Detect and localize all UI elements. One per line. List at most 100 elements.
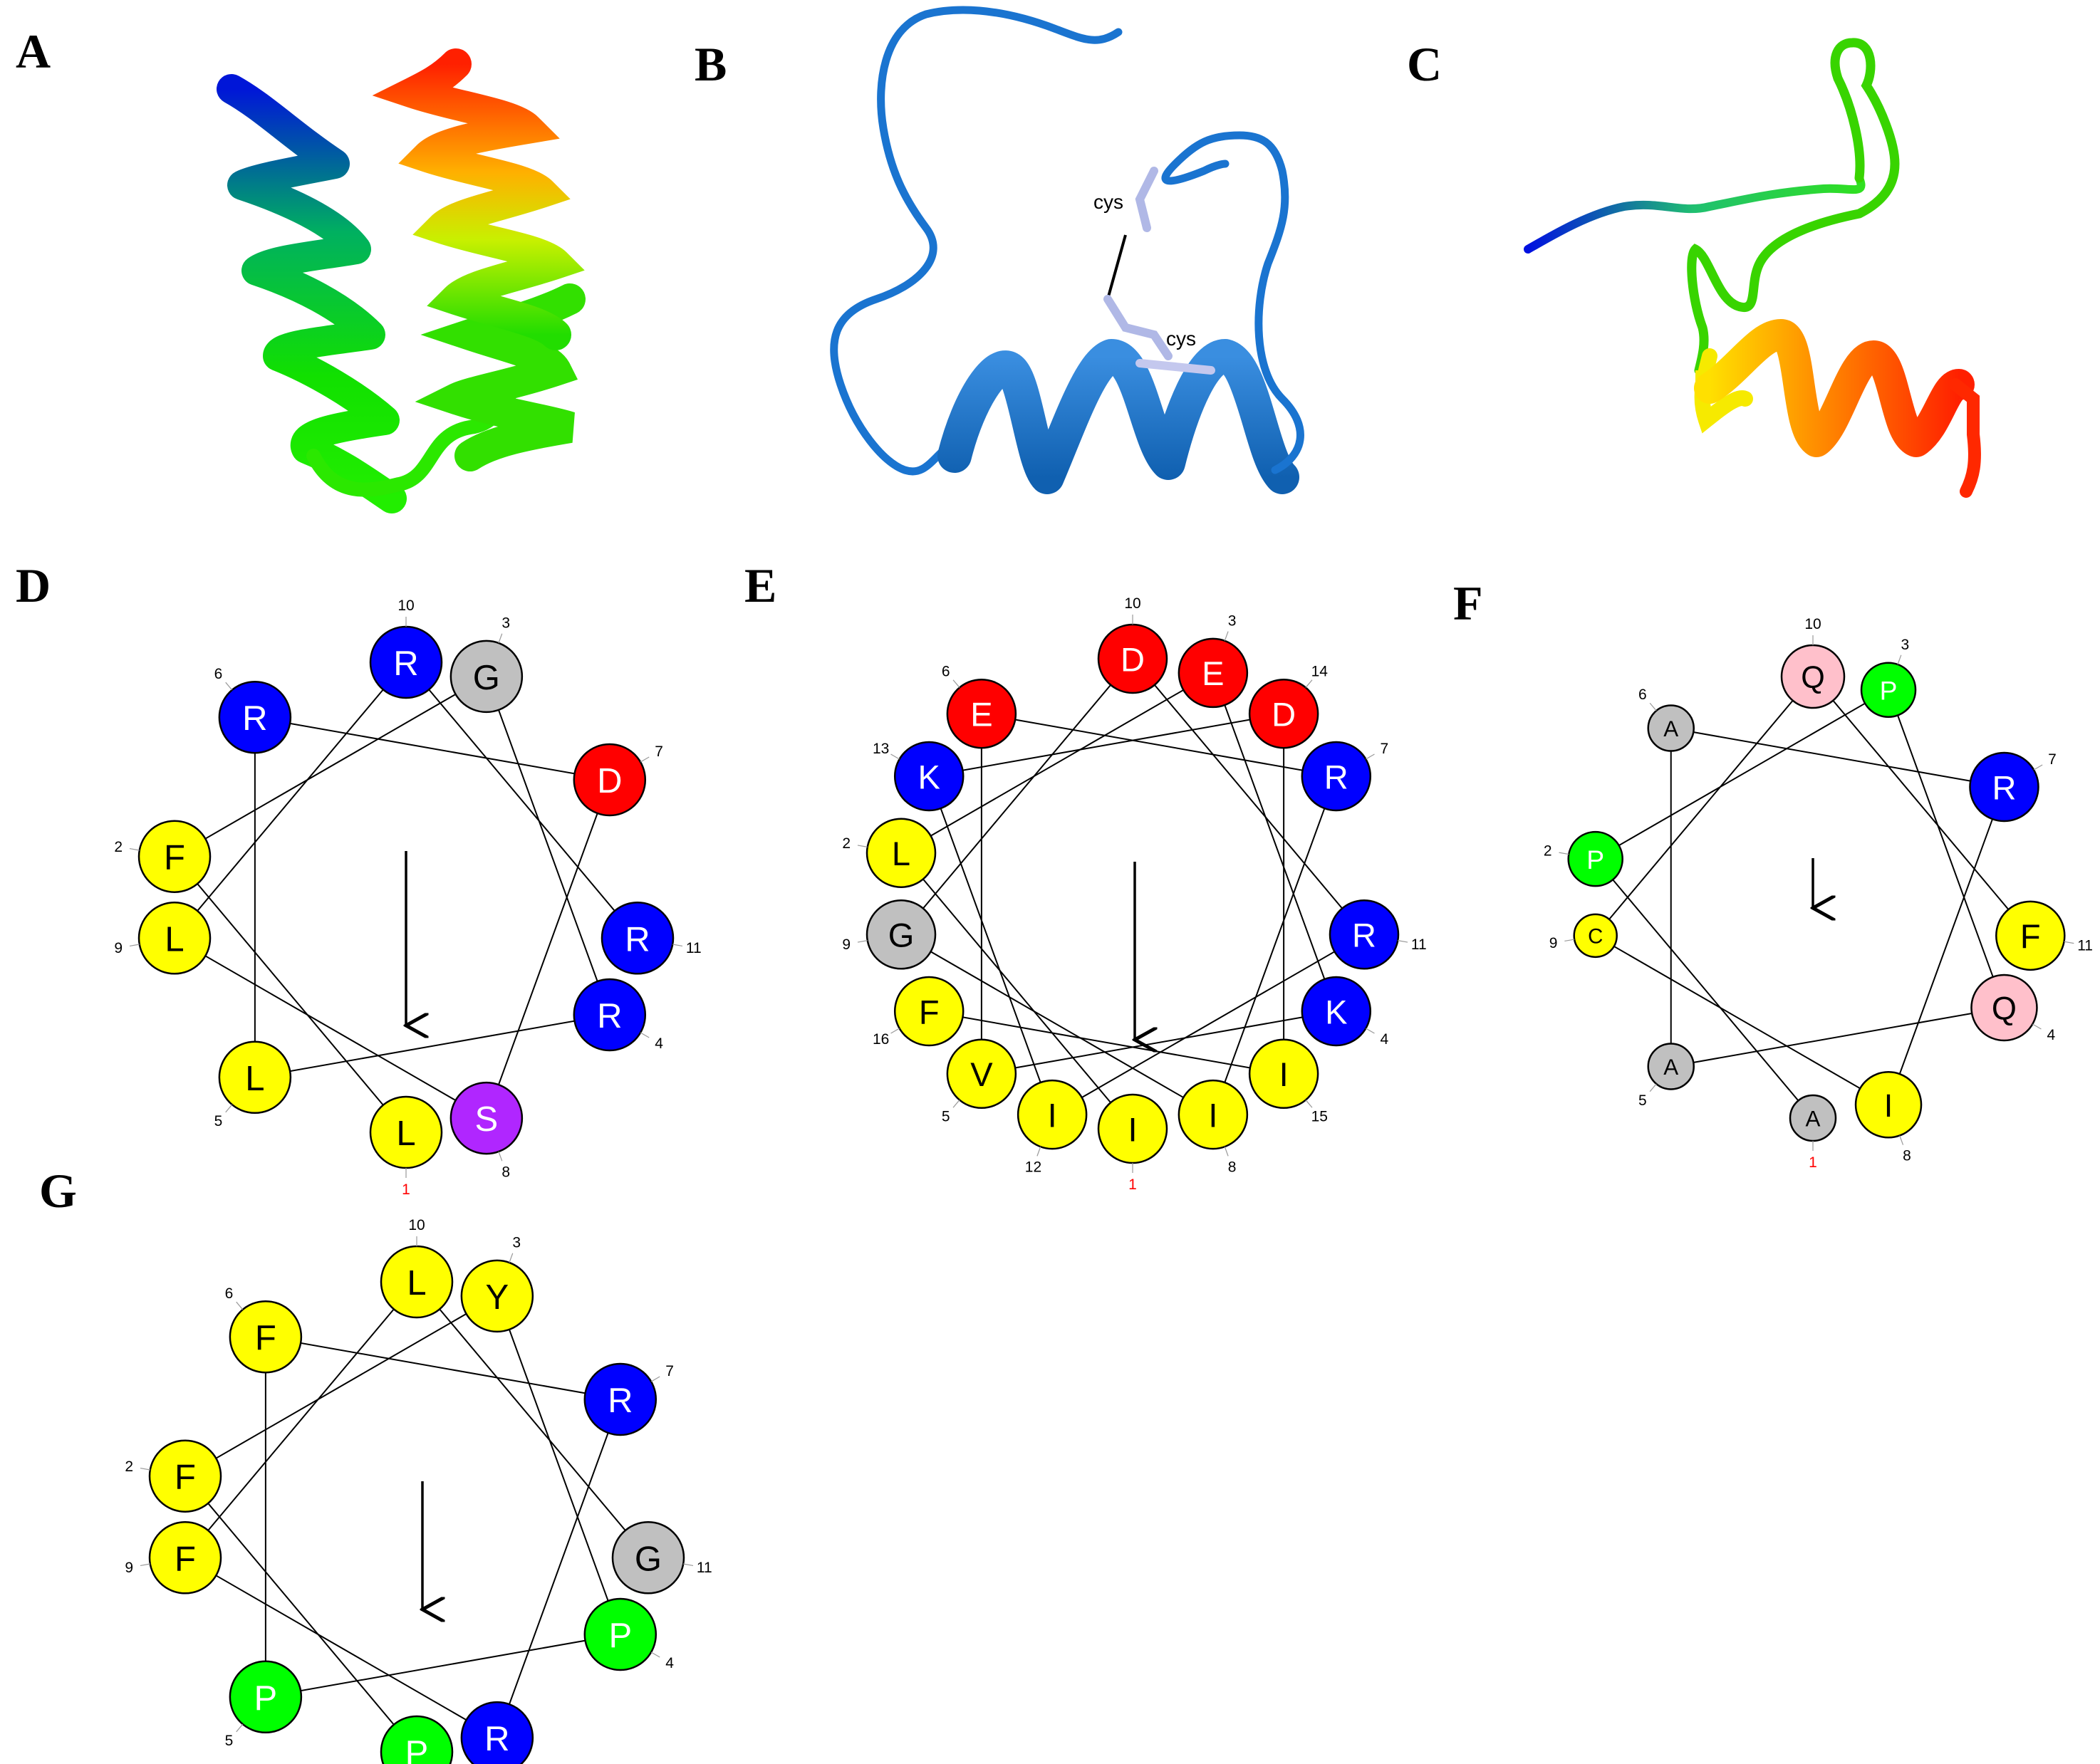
residue-letter: S bbox=[475, 1100, 499, 1139]
residue-circle bbox=[460, 1259, 534, 1333]
residue-letter: E bbox=[1202, 654, 1224, 692]
panel-b: B cys cys bbox=[695, 6, 1304, 494]
residue-9: F9 bbox=[125, 1521, 222, 1595]
residue-letter: F bbox=[164, 839, 185, 877]
residue-letter: I bbox=[1208, 1096, 1217, 1134]
residue-tick bbox=[1649, 1083, 1657, 1092]
residue-letter: D bbox=[1121, 640, 1145, 678]
residue-number: 1 bbox=[1809, 1154, 1817, 1171]
residue-letter: Y bbox=[486, 1278, 509, 1317]
residue-letter: R bbox=[1992, 768, 2016, 806]
residue-circle bbox=[1854, 1071, 1923, 1139]
cys-stick-lower2 bbox=[1135, 359, 1215, 375]
residue-tick bbox=[1398, 940, 1408, 943]
residue-7: R7 bbox=[1969, 751, 2057, 823]
helix-ribbon-b bbox=[937, 339, 1299, 494]
residue-2: P2 bbox=[1544, 830, 1623, 887]
residue-tick bbox=[1897, 654, 1902, 665]
helix-left-a bbox=[217, 74, 407, 513]
residue-tick bbox=[952, 679, 960, 688]
residue-number: 4 bbox=[655, 1035, 663, 1052]
wheel-connector bbox=[184, 1281, 417, 1558]
residue-tick bbox=[225, 1104, 233, 1113]
residue-7: D7 bbox=[573, 743, 663, 817]
residue-3: G3 bbox=[449, 615, 524, 714]
residue-tick bbox=[672, 944, 683, 947]
residue-letter: D bbox=[1272, 695, 1296, 733]
residue-circle bbox=[1573, 913, 1618, 959]
residue-10: Q10 bbox=[1780, 616, 1846, 709]
residue-letter: Q bbox=[1992, 991, 2017, 1027]
residue-number: 10 bbox=[397, 597, 414, 614]
panel-label-a: A bbox=[16, 24, 51, 78]
residue-tick bbox=[1305, 679, 1313, 688]
residue-1: P1 bbox=[380, 1715, 454, 1764]
residue-8: S8 bbox=[449, 1081, 524, 1180]
cys-label-lower: cys bbox=[1166, 328, 1196, 350]
residue-tick bbox=[140, 1563, 150, 1567]
residue-tick bbox=[857, 940, 868, 943]
wheel-connector bbox=[496, 1295, 621, 1635]
s-s-bond bbox=[1106, 234, 1127, 300]
helix-end-c bbox=[1949, 378, 1981, 498]
residue-tick bbox=[1224, 631, 1229, 642]
residue-letter: I bbox=[1128, 1110, 1137, 1148]
wheel-connector bbox=[174, 856, 407, 1133]
residue-1: A1 bbox=[1789, 1094, 1837, 1171]
residue-circle bbox=[449, 640, 524, 714]
residue-letter: L bbox=[396, 1115, 415, 1153]
residue-circle bbox=[893, 976, 965, 1047]
helix-right-a bbox=[372, 48, 586, 471]
wheel-connector bbox=[485, 676, 610, 1016]
residue-number: 5 bbox=[225, 1733, 234, 1749]
residue-circle bbox=[1567, 830, 1623, 887]
residue-2: L2 bbox=[842, 818, 937, 888]
panel-label-b: B bbox=[695, 37, 727, 91]
residue-number: 12 bbox=[1025, 1159, 1041, 1175]
residue-tick bbox=[1564, 939, 1575, 942]
residue-tick bbox=[1366, 753, 1375, 760]
residue-number: 6 bbox=[942, 663, 950, 679]
residue-tick bbox=[2033, 764, 2043, 771]
residue-circle bbox=[946, 1038, 1017, 1110]
residue-9: C9 bbox=[1549, 913, 1618, 959]
residue-number: 8 bbox=[1903, 1148, 1911, 1164]
wheel-connector bbox=[1888, 689, 2005, 1008]
residue-letter: L bbox=[892, 835, 910, 872]
residue-tick bbox=[1036, 1146, 1041, 1157]
residue-tick bbox=[140, 1467, 150, 1471]
residue-number: 9 bbox=[842, 936, 851, 953]
residue-number: 3 bbox=[1901, 637, 1909, 653]
wheel-connector bbox=[929, 713, 1284, 777]
residue-10: D10 bbox=[1097, 595, 1168, 694]
residue-letter: E bbox=[970, 695, 992, 733]
residue-circle bbox=[218, 1040, 292, 1115]
residue-circle bbox=[229, 1300, 303, 1374]
residue-circle bbox=[1248, 1038, 1319, 1110]
residue-circle bbox=[137, 902, 212, 975]
wheel-connector bbox=[174, 662, 407, 939]
residue-circle bbox=[137, 820, 212, 893]
residue-1: L1 bbox=[369, 1095, 443, 1198]
residue-3: Y3 bbox=[460, 1235, 534, 1333]
wheel-connector bbox=[405, 662, 638, 939]
wheel-connector bbox=[174, 676, 487, 857]
residue-letter: F bbox=[919, 993, 940, 1030]
residue-letter: F bbox=[175, 1540, 196, 1578]
residue-letter: D bbox=[597, 762, 622, 800]
residue-number: 10 bbox=[408, 1217, 425, 1233]
residue-tick bbox=[225, 682, 233, 691]
residue-circle bbox=[946, 678, 1017, 749]
residue-circle bbox=[380, 1715, 454, 1764]
wheel-connector bbox=[1670, 1007, 2005, 1068]
residue-letter: R bbox=[242, 699, 267, 738]
residue-circle bbox=[1017, 1079, 1088, 1150]
wheel-connector bbox=[1812, 676, 2032, 936]
residue-3: P3 bbox=[1860, 637, 1917, 718]
wheel-connector bbox=[254, 1014, 610, 1078]
